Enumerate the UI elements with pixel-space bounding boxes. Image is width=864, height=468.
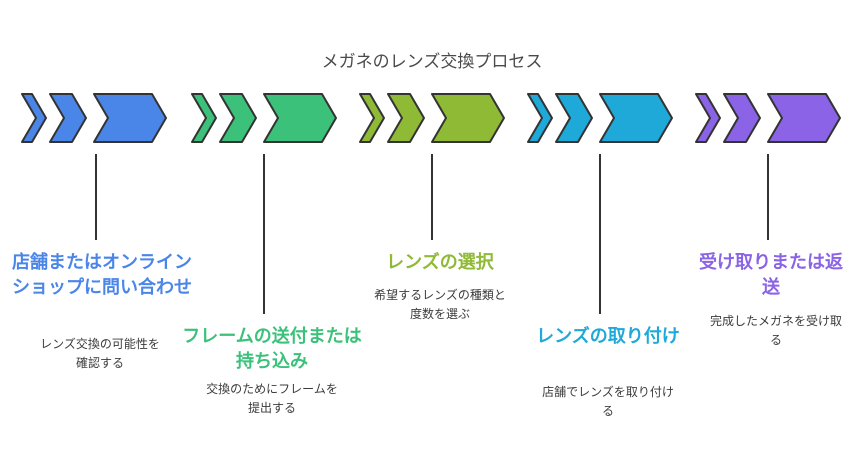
- step-description: 交換のためにフレームを提出する: [206, 382, 338, 415]
- process-step-2: フレームの送付または持ち込み 交換のためにフレームを提出する: [182, 0, 362, 468]
- chevron-arrows-icon: [359, 93, 505, 143]
- step-heading: 受け取りまたは返送: [699, 252, 843, 298]
- process-step-1: 店舗またはオンラインショップに問い合わせ レンズ交換の可能性を確認する: [12, 0, 192, 468]
- diagram-title: メガネのレンズ交換プロセス: [321, 52, 543, 72]
- step-description: 完成したメガネを受け取る: [709, 314, 842, 347]
- step-description: 店舗でレンズを取り付ける: [542, 385, 674, 418]
- chevron-arrows-icon: [21, 93, 167, 143]
- step-description: レンズ交換の可能性を確認する: [40, 337, 160, 370]
- process-step-4: レンズの取り付け 店舗でレンズを取り付ける: [518, 0, 698, 468]
- process-step-5: 受け取りまたは返送 完成したメガネを受け取る: [686, 0, 864, 468]
- connector-line: [95, 154, 97, 240]
- connector-line: [263, 154, 265, 314]
- step-heading: レンズの取り付け: [536, 326, 680, 347]
- step-description: 希望するレンズの種類と度数を選ぶ: [374, 288, 506, 321]
- process-step-3: レンズの選択 希望するレンズの種類と度数を選ぶ: [350, 0, 530, 468]
- chevron-arrows-icon: [527, 93, 673, 143]
- connector-line: [767, 154, 769, 240]
- step-heading: レンズの選択: [386, 252, 494, 273]
- connector-line: [431, 154, 433, 240]
- chevron-arrows-icon: [191, 93, 337, 143]
- connector-line: [599, 154, 601, 314]
- step-heading: フレームの送付または持ち込み: [182, 326, 362, 372]
- step-heading: 店舗またはオンラインショップに問い合わせ: [12, 252, 192, 298]
- chevron-arrows-icon: [695, 93, 841, 143]
